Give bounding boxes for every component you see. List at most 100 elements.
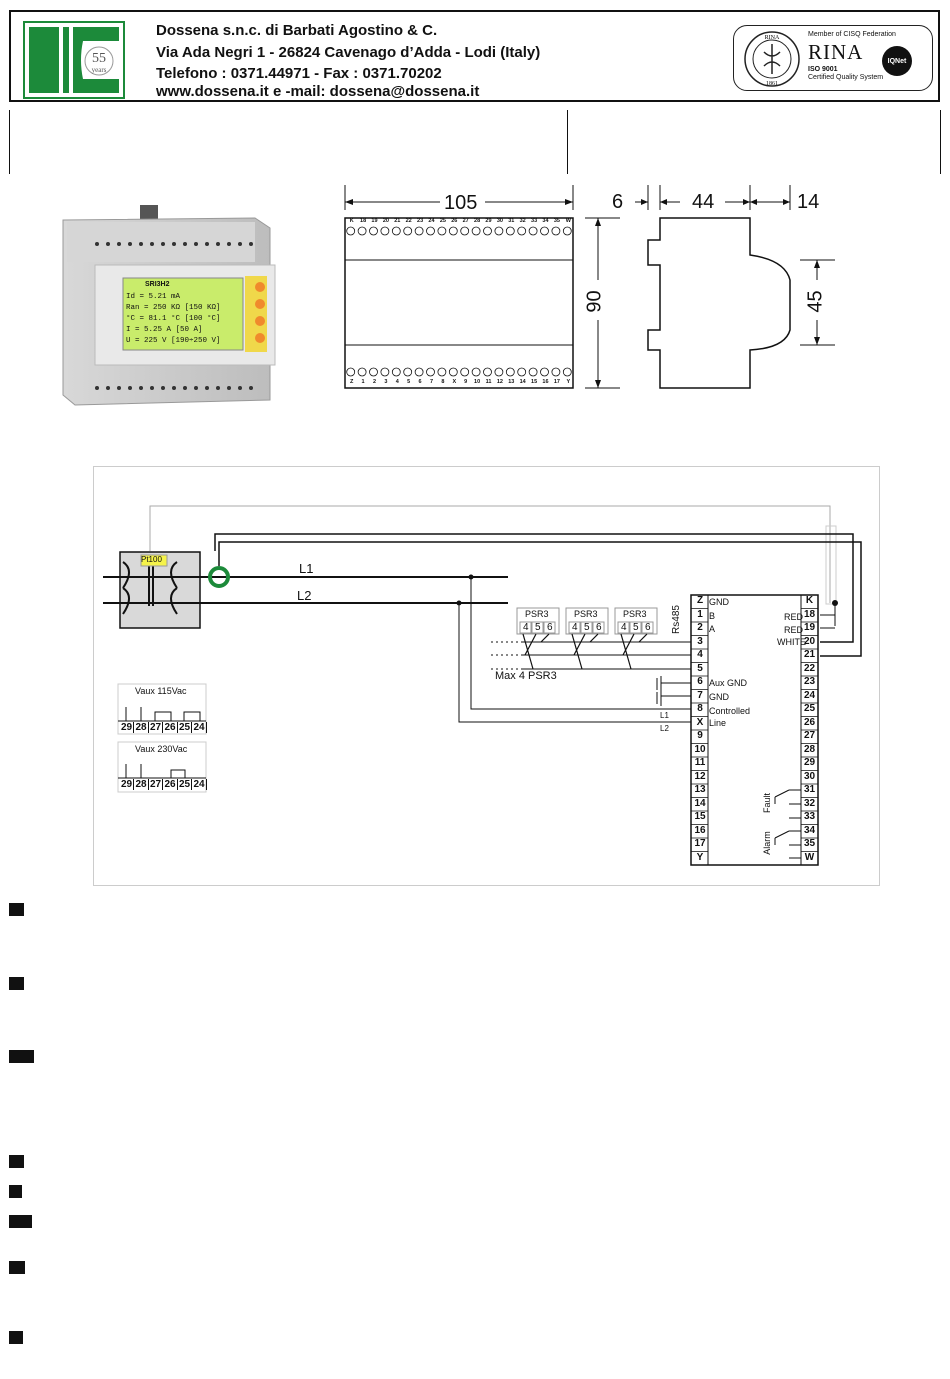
terminal-circle (403, 226, 413, 236)
pt100-label: Pt100 (141, 555, 162, 564)
section-marker (9, 1215, 32, 1228)
label-line: Line (709, 718, 727, 728)
terminal-number: 20 (382, 218, 389, 224)
terminal-circle (391, 226, 401, 236)
terminal-circle (505, 226, 515, 236)
terminal-circle (471, 367, 481, 377)
terminal-number: 23 (417, 218, 424, 224)
display-line: I = 5.25 A [50 A] (126, 326, 203, 334)
terminal-circle (448, 226, 458, 236)
psr-terminal-number: 6 (596, 622, 602, 633)
terminal-circle (437, 367, 447, 377)
terminal-circle (505, 367, 515, 377)
section-marker (9, 903, 24, 916)
vaux-terminal-number: 29 (120, 722, 134, 733)
terminal-number: 35 (553, 218, 560, 224)
terminal-circle (448, 367, 458, 377)
letterhead: 55 years Dossena s.n.c. di Barbati Agost… (9, 10, 940, 102)
label-gnd-2: GND (709, 692, 729, 702)
rina-iso: ISO 9001 (808, 66, 838, 73)
section-marker (9, 1185, 22, 1198)
terminal-number: 17 (553, 379, 560, 385)
section-marker (9, 977, 24, 990)
terminal-right: 23 (803, 676, 816, 687)
terminal-left: 7 (697, 689, 703, 701)
terminal-circle (483, 226, 492, 236)
terminal-right: 27 (803, 730, 816, 741)
terminal-number: 3 (384, 379, 388, 385)
rina-seal-text: RINA (765, 35, 780, 41)
title-divider-right (940, 110, 941, 174)
terminal-number: 25 (439, 218, 446, 224)
l2-label: L2 (297, 588, 312, 603)
terminal-number: 30 (496, 218, 503, 224)
vaux-terminal-number: 25 (178, 722, 192, 733)
rina-seal-icon: RINA 1861 (744, 31, 800, 87)
terminal-number: 5 (407, 379, 411, 385)
terminal-left: X (696, 716, 704, 728)
psr-terminal-number: 6 (547, 622, 553, 633)
company-phone: Telefono : 0371.44971 - Fax : 0371.70202 (156, 65, 442, 82)
rina-seal-year: 1861 (766, 81, 778, 87)
l1-label: L1 (299, 561, 314, 576)
dim-height: 90 (583, 290, 606, 313)
wiring-diagram (103, 505, 862, 866)
terminal-number: 4 (395, 379, 399, 385)
terminal-right: K (805, 595, 814, 606)
dim-width: 105 (444, 192, 478, 214)
terminal-left: 5 (697, 662, 703, 674)
section-marker (9, 1331, 23, 1344)
terminal-circle (562, 226, 572, 236)
terminal-circle (357, 367, 367, 377)
terminal-circle (426, 367, 435, 377)
terminal-right: 18 (803, 608, 816, 620)
label-l2-small: L2 (660, 724, 669, 733)
psr-terminal-number: 4 (572, 622, 578, 633)
terminal-circle (346, 226, 356, 236)
terminal-left: 14 (694, 797, 706, 809)
psr-terminal-number: 5 (535, 622, 541, 633)
terminal-number: K (349, 218, 354, 224)
terminal-left: 11 (694, 757, 706, 768)
terminal-right: 22 (803, 662, 816, 674)
label-b: B (709, 611, 716, 621)
vaux-terminal-number: 25 (178, 779, 192, 790)
terminal-left: Z (696, 595, 704, 606)
dim-d3: 14 (797, 191, 820, 213)
vaux-terminal-number: 28 (135, 722, 149, 733)
terminal-circle (528, 226, 538, 236)
rina-certification: RINA 1861 Member of CISQ Federation RINA… (733, 25, 933, 91)
vaux-230-label: Vaux 230Vac (135, 744, 188, 754)
terminal-number: 10 (474, 379, 481, 385)
terminal-circle (414, 226, 424, 236)
dimension-drawing (344, 185, 835, 389)
logo-years-word: years (92, 66, 107, 74)
section-marker (9, 1261, 25, 1274)
vaux-terminal-number: 24 (193, 722, 207, 733)
device-model: SRI3H2 (145, 281, 170, 288)
vaux-terminal-number: 24 (193, 779, 207, 790)
company-web: www.dossena.it e -mail: dossena@dossena.… (156, 83, 480, 100)
label-fault: Fault (762, 792, 773, 814)
terminal-circle (403, 367, 413, 377)
terminal-circle (517, 367, 527, 377)
terminal-number: 1 (361, 379, 365, 385)
vaux-terminal-number: 28 (135, 779, 149, 790)
display-line: Ran = 250 KΩ [150 KΩ] (126, 304, 221, 312)
terminal-number: 7 (429, 379, 434, 385)
terminal-circle (494, 226, 504, 236)
psr-terminal-number: 5 (633, 622, 639, 633)
terminal-circle (540, 367, 549, 377)
terminal-left: 10 (694, 743, 706, 755)
iqnet-logo: IQNet (882, 46, 912, 76)
terminal-left: 6 (697, 676, 703, 687)
terminal-right: 24 (803, 689, 816, 701)
terminal-number: 2 (372, 379, 377, 385)
terminal-number: 13 (508, 379, 515, 385)
label-red-1: RED (784, 612, 804, 622)
terminal-circle (540, 226, 549, 236)
terminal-number: 33 (531, 218, 538, 224)
